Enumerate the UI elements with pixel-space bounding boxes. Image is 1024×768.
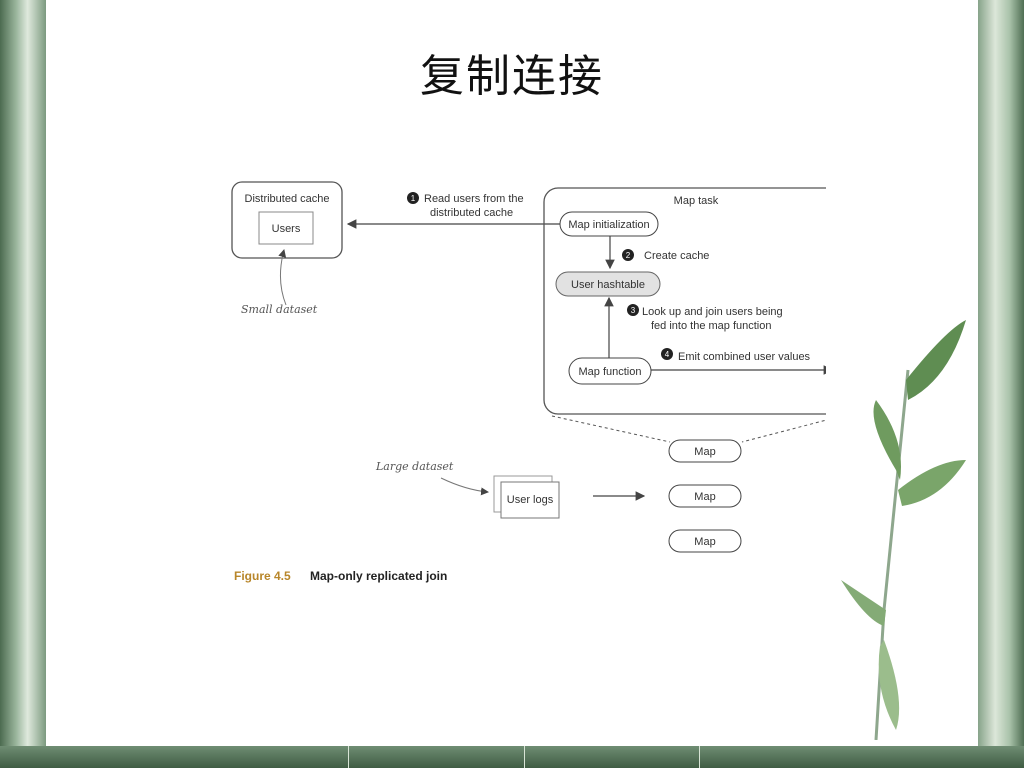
- map-task-box: [543, 187, 826, 415]
- bottom-divider: [348, 746, 349, 768]
- slide-title: 复制连接: [420, 51, 604, 102]
- step-3-badge: [627, 304, 639, 316]
- bottom-decorative-border: [0, 746, 1024, 768]
- expansion-line-left: [551, 415, 671, 443]
- step-1-badge: [407, 192, 419, 204]
- step-2-text: Create cache: [644, 250, 709, 262]
- bamboo-decoration: [841, 320, 966, 740]
- users-label: Users: [272, 223, 301, 235]
- users-document-icon: [258, 211, 314, 245]
- right-decorative-border: [976, 0, 1024, 768]
- map-node-2: [668, 484, 742, 508]
- user-logs-label: User logs: [507, 494, 554, 506]
- map-node-3-label: Map: [694, 536, 715, 548]
- small-dataset-label: Small dataset: [241, 303, 318, 316]
- step-1-text-line2: distributed cache: [430, 207, 513, 219]
- map-function-label: Map function: [579, 366, 642, 378]
- bottom-divider: [699, 746, 700, 768]
- user-hashtable-label: User hashtable: [571, 279, 645, 291]
- step-3-text-line2: fed into the map function: [651, 320, 771, 332]
- distributed-cache-box: [231, 181, 343, 259]
- map-initialization-node: [559, 211, 659, 237]
- map-node-1-label: Map: [694, 446, 715, 458]
- replicated-join-diagram: Distributed cache Users Small dataset 1 …: [231, 181, 826, 583]
- slide-canvas: 复制连接 Distributed cache Users Small datas…: [46, 0, 978, 746]
- step-1-text-line1: Read users from the: [424, 193, 524, 205]
- user-logs-doc-front: [500, 481, 560, 519]
- large-dataset-label: Large dataset: [375, 460, 454, 473]
- small-dataset-arrow: [278, 249, 287, 306]
- left-decorative-border: [0, 0, 46, 768]
- user-hashtable-node: [555, 271, 661, 297]
- step-4-text: Emit combined user values: [678, 351, 811, 363]
- step-3-number: 3: [631, 306, 636, 315]
- step-4-number: 4: [665, 350, 670, 359]
- step-4-badge: [661, 348, 673, 360]
- map-node-1: [668, 439, 742, 463]
- distributed-cache-label: Distributed cache: [245, 193, 330, 205]
- step-3-text-line1: Look up and join users being: [642, 306, 783, 318]
- map-node-2-label: Map: [694, 491, 715, 503]
- step-2-number: 2: [626, 251, 631, 260]
- map-initialization-label: Map initialization: [568, 219, 649, 231]
- step-2-badge: [622, 249, 634, 261]
- map-node-3: [668, 529, 742, 553]
- map-task-label: Map task: [674, 195, 719, 207]
- large-dataset-arrow: [440, 477, 489, 496]
- figure-number: Figure 4.5: [234, 569, 291, 583]
- bottom-divider: [524, 746, 525, 768]
- expansion-line-right: [741, 419, 826, 443]
- step-1-number: 1: [411, 194, 416, 203]
- figure-caption: Map-only replicated join: [310, 569, 447, 583]
- map-function-node: [568, 357, 652, 385]
